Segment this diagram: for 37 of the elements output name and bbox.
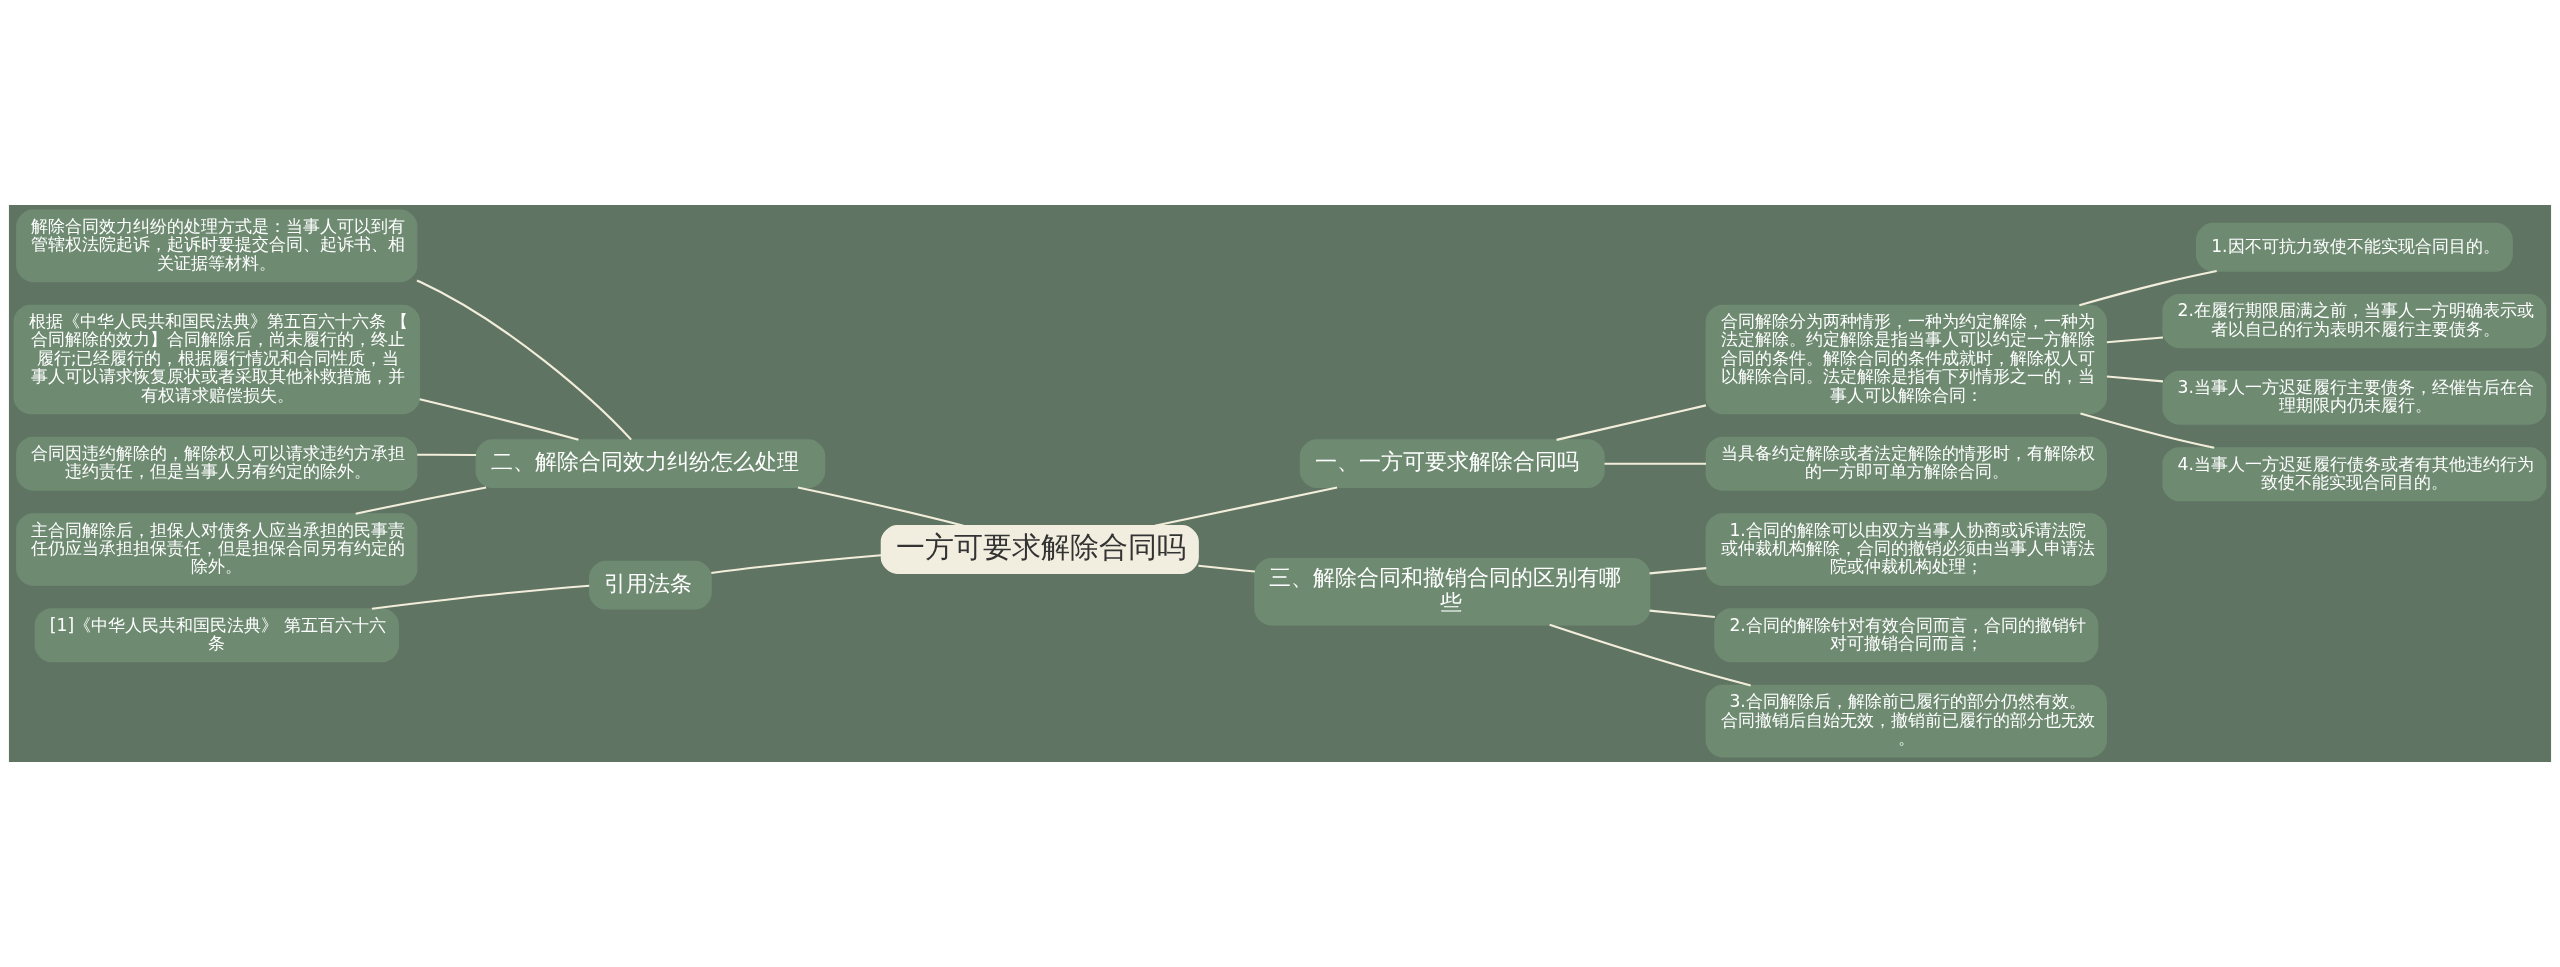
connector bbox=[417, 453, 476, 456]
connector bbox=[1604, 462, 1706, 465]
node-box: 主合同解除后，担保人对债务人应当承担的民事责任仍应当承担担保责任，但是担保合同另有约定的除外。 bbox=[16, 513, 418, 586]
node-box: 2.在履行期限届满之前，当事人一方明确表示或者以自己的行为表明不履行主要债务。 bbox=[2162, 294, 2547, 349]
node-box: 合同解除分为两种情形，一种为约定解除，一种为法定解除。约定解除是指当事人可以约定一方解除合同的条件。解除合同的条件成就时，解除权人可以解除合同。法定解除是指有下列情形之一的，当事人可以解除合同： bbox=[1705, 304, 2107, 415]
connector bbox=[419, 398, 579, 441]
connector bbox=[1649, 567, 1707, 575]
node-box: 合同因违约解除的，解除权人可以请求违约方承担违约责任，但是当事人另有约定的除外。 bbox=[16, 436, 418, 491]
connector bbox=[355, 486, 487, 515]
connector bbox=[711, 554, 882, 575]
node-box: 二、解除合同效力纠纷怎么处理 bbox=[475, 439, 826, 489]
node-box: 当具备约定解除或者法定解除的情形时，有解除权的一方即可单方解除合同。 bbox=[1705, 436, 2107, 491]
node-box: 3.当事人一方迟延履行主要债务，经催告后在合理期限内仍未履行。 bbox=[2162, 370, 2547, 425]
connector bbox=[371, 584, 590, 610]
node-box: 一方可要求解除合同吗 bbox=[880, 525, 1199, 574]
connector bbox=[2106, 336, 2164, 344]
connector bbox=[1556, 404, 1707, 441]
connector bbox=[416, 279, 632, 441]
connector bbox=[1649, 609, 1715, 618]
node-box: 引用法条 bbox=[589, 560, 712, 610]
node-box: 根据《中华人民共和国民法典》第五百六十六条 【合同解除的效力】合同解除后，尚未履行的，终止履行;已经履行的，根据履行情况和合同性质，当事人可以请求恢复原状或者采取其他补救措施，并有权请求赔偿损失。 bbox=[13, 304, 421, 415]
connector bbox=[797, 486, 964, 527]
connector bbox=[1154, 486, 1338, 527]
connector bbox=[1198, 564, 1255, 573]
node-box: 3.合同解除后，解除前已履行的部分仍然有效。合同撤销后自始无效，撤销前已履行的部分也无效。 bbox=[1705, 684, 2107, 758]
node-box: 2.合同的解除针对有效合同而言，合同的撤销针对可撤销合同而言； bbox=[1714, 608, 2099, 663]
connector bbox=[1549, 623, 1751, 687]
node-box: 1.因不可抗力致使不能实现合同目的。 bbox=[2196, 222, 2513, 272]
connector bbox=[2079, 269, 2217, 307]
connector bbox=[2080, 412, 2215, 449]
node-box: 1.合同的解除可以由双方当事人协商或诉请法院或仲裁机构解除，合同的撤销必须由当事人申请法院或仲裁机构处理； bbox=[1705, 513, 2107, 586]
node-box: 一、一方可要求解除合同吗 bbox=[1299, 439, 1605, 489]
connector bbox=[2106, 375, 2164, 383]
node-box: 三、解除合同和撤销合同的区别有哪些 bbox=[1254, 558, 1651, 626]
node-box: 4.当事人一方迟延履行债务或者有其他违约行为致使不能实现合同目的。 bbox=[2162, 447, 2547, 502]
node-box: 解除合同效力纠纷的处理方式是：当事人可以到有管辖权法院起诉，起诉时要提交合同、起诉书、相关证据等材料。 bbox=[16, 209, 418, 283]
node-box: [1]《中华人民共和国民法典》 第五百六十六条 bbox=[34, 608, 399, 663]
